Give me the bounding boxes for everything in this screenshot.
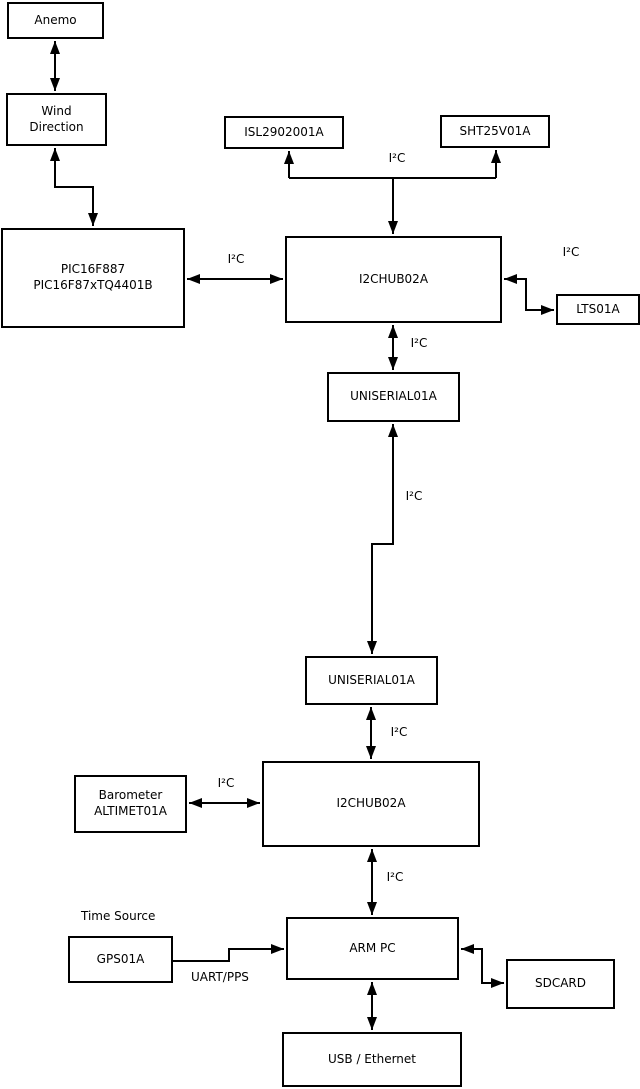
bus-label-uniserial-link: I²C	[405, 489, 423, 503]
bus-label-hub1-lts: I²C	[562, 245, 580, 259]
bus-label-hub2-armpc: I²C	[386, 870, 404, 884]
block-i2chub02a-bottom: I2CHUB02A	[262, 761, 480, 847]
connector-hub1-lts	[504, 274, 554, 315]
connector-winddirection-pic	[50, 148, 98, 226]
connector-gps-armpc	[173, 944, 284, 962]
uart-pps-label: UART/PPS	[191, 970, 249, 984]
block-i2chub02a-top: I2CHUB02A	[285, 236, 502, 323]
block-wind-direction: Wind Direction	[6, 93, 107, 146]
block-sdcard: SDCARD	[506, 959, 615, 1009]
connector-uniserial1-uniserial2	[367, 424, 398, 654]
block-lts01a: LTS01A	[556, 294, 640, 325]
time-source-label: Time Source	[81, 909, 156, 923]
bus-label-hub1-uniserial1: I²C	[410, 336, 428, 350]
block-uniserial01a-lower: UNISERIAL01A	[305, 656, 438, 705]
block-anemo: Anemo	[7, 2, 104, 39]
block-isl2902001a: ISL2902001A	[224, 116, 344, 149]
bus-label-barometer-hub2: I²C	[217, 776, 235, 790]
block-sht25v01a: SHT25V01A	[440, 115, 550, 148]
block-gps01a: GPS01A	[68, 936, 173, 983]
block-pic16f887: PIC16F887 PIC16F87xTQ4401B	[1, 228, 185, 328]
bus-label-uniserial2-hub2: I²C	[390, 725, 408, 739]
bus-label-top: I²C	[388, 151, 406, 165]
connector-armpc-sdcard	[461, 944, 504, 988]
block-arm-pc: ARM PC	[286, 917, 459, 980]
block-barometer-altimet01a: Barometer ALTIMET01A	[74, 775, 187, 833]
block-usb-ethernet: USB / Ethernet	[282, 1032, 462, 1087]
bus-label-pic-hub1: I²C	[227, 252, 245, 266]
block-uniserial01a-upper: UNISERIAL01A	[327, 372, 460, 422]
